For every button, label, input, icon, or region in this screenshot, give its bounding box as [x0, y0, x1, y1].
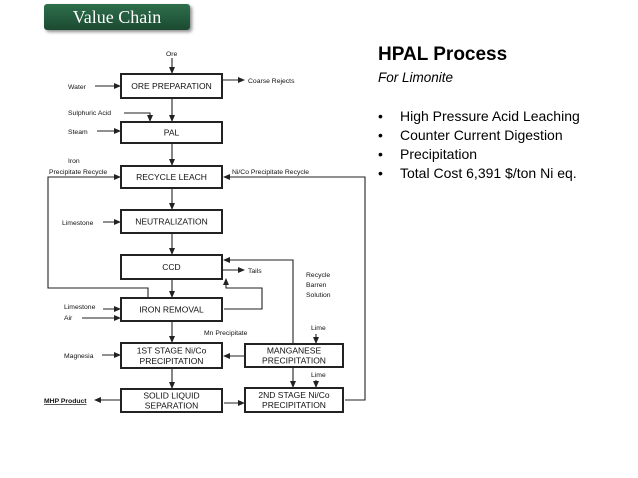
bullet-text: Counter Current Digestion	[400, 127, 563, 143]
label-coarse-rejects: Coarse Rejects	[248, 78, 295, 85]
panel-subtitle: For Limonite	[378, 70, 454, 85]
box-pal-label: PAL	[164, 128, 180, 138]
box-ore-preparation: ORE PREPARATION	[120, 73, 223, 99]
box-first-stage-label-1: 1ST STAGE Ni/Co	[137, 346, 207, 356]
label-solution: Solution	[306, 292, 331, 299]
box-iron-removal-label: IRON REMOVAL	[139, 305, 204, 315]
bullet-text: High Pressure Acid Leaching	[400, 108, 580, 124]
label-nico-precipitate-recycle: Ni/Co Precipitate Recycle	[232, 169, 309, 176]
box-solid-liquid-separation: SOLID LIQUID SEPARATION	[120, 388, 223, 413]
label-limestone-1: Limestone	[62, 220, 94, 227]
label-ore: Ore	[166, 51, 178, 58]
box-second-stage-precipitation: 2ND STAGE Ni/Co PRECIPITATION	[244, 387, 344, 413]
bullet-marker: •	[378, 108, 383, 124]
panel-title: HPAL Process	[378, 44, 508, 65]
bullet-marker: •	[378, 165, 383, 181]
box-neutralization: NEUTRALIZATION	[120, 209, 223, 234]
hpal-info-panel: HPAL Process For Limonite • High Pressure…	[378, 44, 628, 183]
label-mn-precipitate: Mn Precipitate	[204, 330, 248, 337]
label-barren: Barren	[306, 282, 327, 289]
box-pal: PAL	[120, 121, 223, 144]
label-precipitate-recycle: Precipitate Recycle	[49, 169, 107, 176]
box-solid-liquid-label-2: SEPARATION	[145, 401, 199, 411]
bullet-marker: •	[378, 127, 383, 143]
box-recycle-leach-label: RECYCLE LEACH	[136, 172, 207, 182]
label-water: Water	[68, 84, 87, 91]
label-lime-2: Lime	[311, 372, 326, 379]
bullet-marker: •	[378, 146, 383, 162]
label-mhp-product: MHP Product	[44, 398, 87, 405]
bullet-item: • Precipitation	[378, 145, 628, 164]
box-ore-preparation-label: ORE PREPARATION	[131, 81, 211, 91]
value-chain-badge: Value Chain	[44, 4, 190, 30]
bullet-item: • Counter Current Digestion	[378, 126, 628, 145]
bullet-item: • High Pressure Acid Leaching	[378, 107, 628, 126]
label-air: Air	[64, 315, 73, 322]
box-iron-removal: IRON REMOVAL	[120, 297, 223, 322]
label-tails: Tails	[248, 268, 262, 275]
bullet-list: • High Pressure Acid Leaching • Counter Cu…	[378, 107, 628, 183]
label-recycle: Recycle	[306, 272, 330, 279]
bullet-text: Precipitation	[400, 146, 478, 162]
box-manganese-precipitation: MANGANESE PRECIPITATION	[244, 343, 344, 368]
box-manganese-label-2: PRECIPITATION	[262, 356, 326, 366]
bullet-text: Total Cost 6,391 $/ton Ni eq.	[400, 165, 577, 181]
badge-label: Value Chain	[72, 7, 162, 27]
label-lime-1: Lime	[311, 325, 326, 332]
box-manganese-label-1: MANGANESE	[267, 346, 322, 356]
box-ccd: CCD	[120, 254, 223, 280]
box-first-stage-precipitation: 1ST STAGE Ni/Co PRECIPITATION	[120, 342, 223, 369]
flow-connectors	[47, 58, 366, 406]
box-second-stage-label-1: 2ND STAGE Ni/Co	[258, 390, 329, 400]
label-limestone-2: Limestone	[64, 304, 96, 311]
box-recycle-leach: RECYCLE LEACH	[120, 165, 223, 189]
bullet-item: • Total Cost 6,391 $/ton Ni eq.	[378, 164, 628, 183]
box-first-stage-label-2: PRECIPITATION	[140, 356, 204, 366]
box-ccd-label: CCD	[162, 262, 180, 272]
label-magnesia: Magnesia	[64, 353, 94, 360]
label-steam: Steam	[68, 129, 88, 136]
label-sulphuric-acid: Sulphuric Acid	[68, 110, 111, 117]
box-second-stage-label-2: PRECIPITATION	[262, 400, 326, 410]
box-neutralization-label: NEUTRALIZATION	[135, 217, 208, 227]
label-iron: Iron	[68, 158, 80, 165]
stream-labels: Ore Water Coarse Rejects Sulphuric Acid …	[44, 51, 331, 405]
box-solid-liquid-label-1: SOLID LIQUID	[143, 391, 199, 401]
